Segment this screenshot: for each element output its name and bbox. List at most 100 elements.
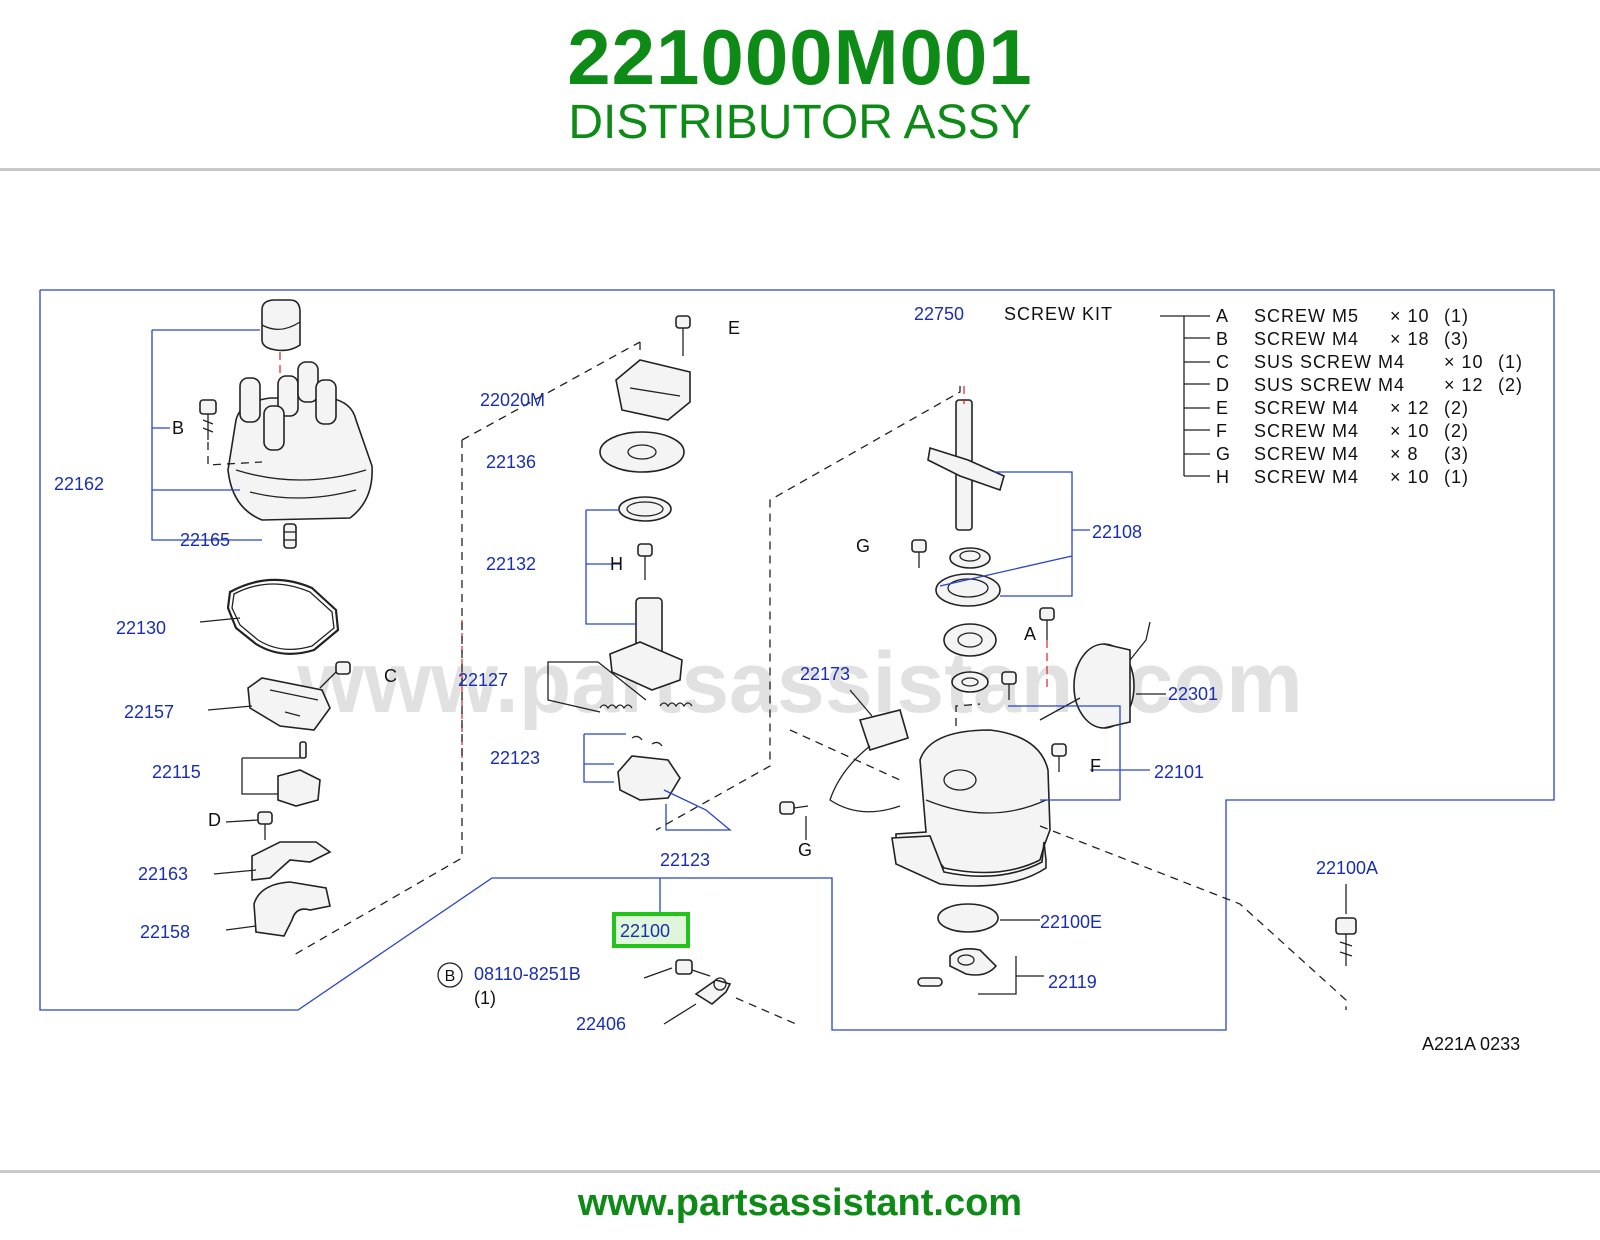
kit-desc: SUS SCREW M4 — [1254, 375, 1405, 395]
label-22119[interactable]: 22119 — [1048, 972, 1097, 992]
kit-qty: (3) — [1444, 329, 1469, 349]
letter-g-lower: G — [798, 840, 812, 860]
page-header: 221000M001 DISTRIBUTOR ASSY — [0, 0, 1600, 168]
kit-letter: G — [1216, 444, 1231, 464]
weights-22123 — [617, 735, 681, 801]
label-22158[interactable]: 22158 — [140, 922, 190, 942]
label-22115[interactable]: 22115 — [152, 762, 201, 782]
kit-qty: (1) — [1498, 352, 1523, 372]
kit-letter: H — [1216, 467, 1230, 487]
part-name-subtitle: DISTRIBUTOR ASSY — [568, 96, 1032, 149]
bolt-symbol-circle — [437, 962, 463, 988]
kit-qty: (1) — [1444, 306, 1469, 326]
label-22127[interactable]: 22127 — [458, 670, 508, 690]
label-22301[interactable]: 22301 — [1168, 684, 1218, 704]
letter-g-upper: G — [856, 536, 870, 556]
sensor-22173 — [829, 689, 909, 813]
bolt-quantity: (1) — [474, 988, 496, 1008]
screw-f — [1051, 743, 1067, 772]
bearing — [943, 623, 997, 657]
label-22165[interactable]: 22165 — [180, 530, 230, 550]
label-22101[interactable]: 22101 — [1154, 762, 1204, 782]
seal-22132 — [618, 496, 672, 522]
screw-kit-table: A SCREW M5 × 10 (1) B SCREW M4 × 18 (3) … — [1216, 306, 1523, 487]
letter-h: H — [610, 554, 623, 574]
part-number-title: 221000M001 — [567, 13, 1033, 101]
label-22750[interactable]: 22750 — [914, 304, 964, 324]
rotor-cap — [261, 299, 301, 352]
label-22130[interactable]: 22130 — [116, 618, 166, 638]
label-22100-highlighted[interactable]: 22100 — [620, 921, 670, 941]
screw-a — [1039, 607, 1055, 640]
letter-c: C — [384, 666, 397, 686]
kit-size: × 18 — [1390, 329, 1430, 349]
label-22406[interactable]: 22406 — [576, 1014, 626, 1034]
washer-22136 — [599, 431, 685, 473]
kit-size: × 10 — [1390, 467, 1430, 487]
springs-22127 — [599, 702, 693, 710]
drawing-code: A221A 0233 — [1422, 1034, 1520, 1054]
label-22136[interactable]: 22136 — [486, 452, 536, 472]
label-22123-upper[interactable]: 22123 — [490, 748, 540, 768]
screw-b-cap — [199, 399, 217, 440]
pin-22115 — [277, 741, 321, 807]
label-22100E[interactable]: 22100E — [1040, 912, 1102, 932]
kit-desc: SCREW M4 — [1254, 444, 1359, 464]
label-22132[interactable]: 22132 — [486, 554, 536, 574]
kit-desc: SCREW M4 — [1254, 329, 1359, 349]
bolt-22100A — [1335, 917, 1357, 966]
shaft-22108 — [927, 399, 1005, 531]
label-08110-8251B[interactable]: 08110-8251B — [474, 964, 581, 984]
screw-d — [257, 811, 273, 840]
screw-a2 — [1001, 671, 1017, 700]
kit-qty: (2) — [1498, 375, 1523, 395]
label-22163[interactable]: 22163 — [138, 864, 188, 884]
kit-desc: SCREW M5 — [1254, 306, 1359, 326]
label-22108[interactable]: 22108 — [1092, 522, 1142, 542]
gasket-22130 — [226, 578, 340, 655]
letter-e: E — [728, 318, 740, 338]
label-22157[interactable]: 22157 — [124, 702, 174, 722]
kit-letter: E — [1216, 398, 1229, 418]
label-22173[interactable]: 22173 — [800, 664, 850, 684]
kit-desc: SCREW M4 — [1254, 421, 1359, 441]
plate-22163 — [251, 841, 332, 881]
screw-h — [637, 543, 653, 580]
screw-kit-title: SCREW KIT — [1004, 304, 1113, 324]
kit-size: × 10 — [1390, 306, 1430, 326]
label-22162[interactable]: 22162 — [54, 474, 104, 494]
kit-qty: (2) — [1444, 398, 1469, 418]
letter-a: A — [1024, 624, 1036, 644]
kit-size: × 12 — [1390, 398, 1430, 418]
letter-f: F — [1090, 756, 1101, 776]
kit-size: × 8 — [1390, 444, 1419, 464]
screw-g-upper — [911, 539, 927, 568]
kit-letter: C — [1216, 352, 1230, 372]
kit-size: × 12 — [1444, 375, 1484, 395]
collar-22119 — [917, 948, 998, 987]
kit-desc: SCREW M4 — [1254, 467, 1359, 487]
kit-size: × 10 — [1390, 421, 1430, 441]
label-22123-lower[interactable]: 22123 — [660, 850, 710, 870]
oring-22100E — [937, 903, 999, 933]
letter-d: D — [208, 810, 221, 830]
watermark-text: www.partsassistant.com — [296, 635, 1302, 731]
kit-qty: (3) — [1444, 444, 1469, 464]
screw-e — [675, 315, 691, 356]
ring-22108 — [935, 573, 1001, 607]
footer-divider — [0, 1170, 1600, 1173]
rotor-head-22157 — [247, 677, 331, 731]
kit-desc: SCREW M4 — [1254, 398, 1359, 418]
bushing — [949, 547, 991, 569]
footer-website-link[interactable]: www.partsassistant.com — [577, 1182, 1023, 1224]
label-22100A[interactable]: 22100A — [1316, 858, 1378, 878]
label-22020M[interactable]: 22020M — [480, 390, 545, 410]
housing-22020M — [615, 359, 691, 421]
kit-letter: F — [1216, 421, 1228, 441]
clamp-22406 — [694, 977, 732, 1005]
kit-qty: (1) — [1444, 467, 1469, 487]
kit-letter: A — [1216, 306, 1229, 326]
screw-g-lower — [779, 801, 809, 815]
kit-letter: D — [1216, 375, 1230, 395]
